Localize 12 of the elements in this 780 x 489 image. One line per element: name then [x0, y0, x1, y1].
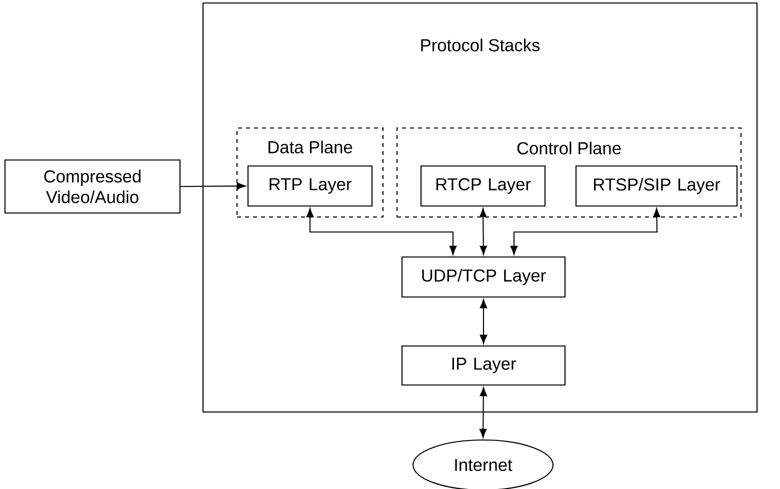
layer-box: RTCP Layer — [420, 165, 546, 207]
arrow — [306, 208, 457, 255]
layer-box: IP Layer — [401, 345, 566, 386]
arrow — [480, 387, 488, 438]
arrow — [480, 208, 487, 255]
arrow — [180, 182, 246, 190]
arrow — [510, 208, 660, 255]
arrow — [480, 299, 488, 344]
layer-box: Compressed Video/Audio — [4, 159, 181, 214]
layer-box: UDP/TCP Layer — [401, 256, 566, 298]
layer-box: RTSP/SIP Layer — [575, 165, 738, 207]
layer-box: RTP Layer — [247, 165, 373, 207]
